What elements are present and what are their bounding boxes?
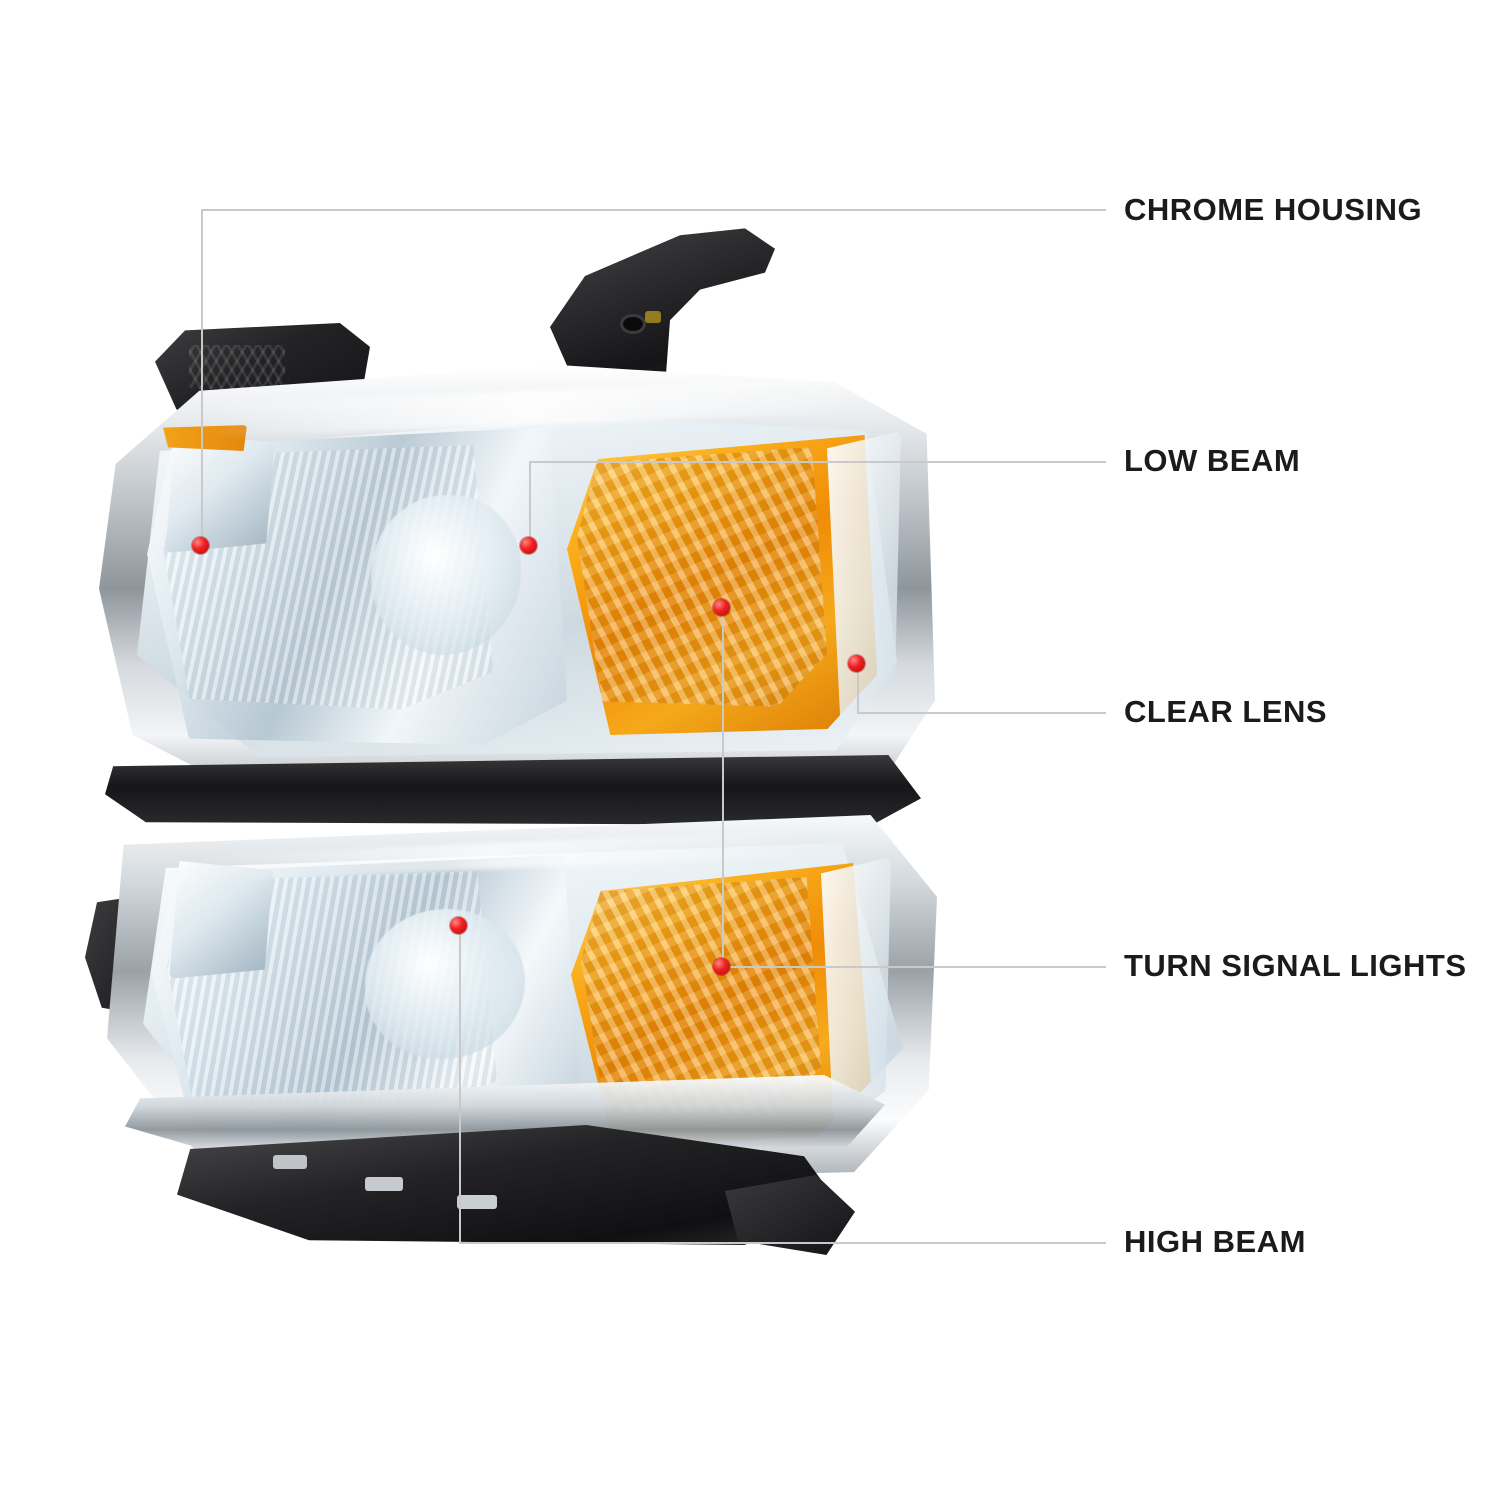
leader-line-high-beam-vertical [459, 930, 461, 1243]
callout-dot-chrome-housing [192, 537, 209, 554]
upper-outer-clear-edge [827, 431, 901, 721]
callout-dot-low-beam [520, 537, 537, 554]
leader-line-high-beam-horizontal [459, 1242, 1106, 1244]
upper-turn-signal-facets [577, 447, 827, 707]
bracket-mesh [189, 345, 285, 389]
bracket-hole [623, 317, 643, 331]
bottom-trim-chip [365, 1177, 403, 1191]
bracket-clip [645, 311, 661, 323]
upper-low-beam-bulb [371, 495, 521, 655]
leader-line-clear-lens-vertical [857, 668, 859, 714]
callout-dot-turn-signal-upper [713, 599, 730, 616]
bottom-trim-chip [273, 1155, 307, 1169]
leader-line-chrome-housing-vertical [201, 210, 203, 546]
leader-line-turn-signal-horizontal [722, 966, 1106, 968]
callout-label-chrome-housing: CHROME HOUSING [1124, 192, 1423, 227]
callout-label-low-beam: LOW BEAM [1124, 443, 1301, 478]
upper-reflector [165, 433, 275, 553]
bottom-trim-chip [457, 1195, 497, 1209]
center-divider-band [105, 755, 921, 825]
leader-line-turn-signal-vertical [722, 612, 724, 967]
headlight-assembly-image [85, 195, 945, 1285]
callout-dot-clear-lens [848, 655, 865, 672]
leader-line-clear-lens-horizontal [857, 712, 1106, 714]
callout-dot-turn-signal-lower [713, 958, 730, 975]
callout-label-turn-signal-lights: TURN SIGNAL LIGHTS [1124, 948, 1467, 983]
callout-label-clear-lens: CLEAR LENS [1124, 694, 1328, 729]
leader-line-chrome-housing-horizontal [201, 209, 1106, 211]
leader-line-low-beam-horizontal [529, 461, 1106, 463]
leader-line-low-beam-vertical [529, 462, 531, 546]
lower-reflector [169, 861, 273, 979]
callout-dot-high-beam [450, 917, 467, 934]
lower-high-beam-bulb [365, 909, 525, 1059]
callout-label-high-beam: HIGH BEAM [1124, 1224, 1306, 1259]
lower-turn-signal-facets [581, 877, 821, 1117]
